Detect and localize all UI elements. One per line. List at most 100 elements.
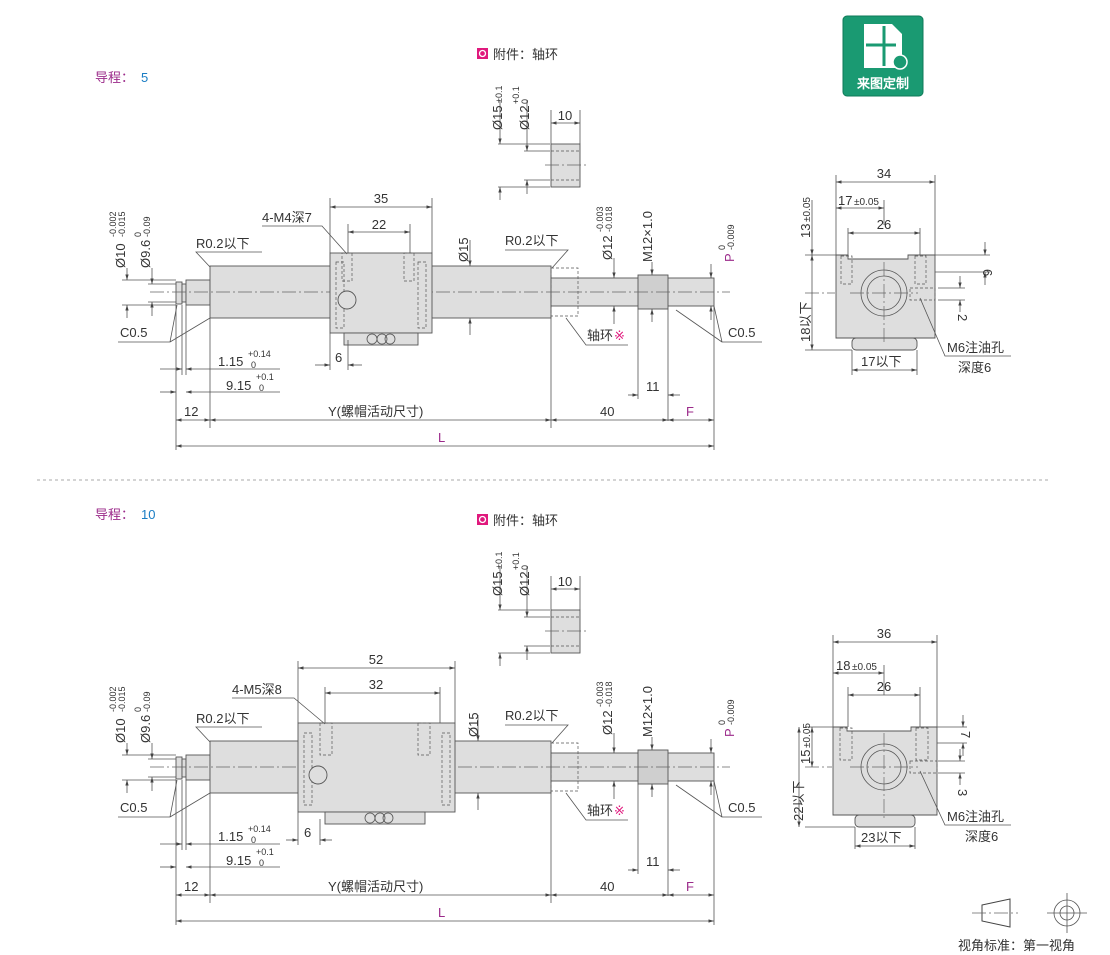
bearing-diameter-upper: -0.003 (595, 681, 605, 707)
bearing-diameter-lower: -0.018 (604, 206, 614, 232)
nut-hole-offset: 6 (335, 350, 342, 365)
lead-value: 10 (141, 507, 155, 522)
collar-note: 轴环 (587, 803, 613, 818)
oil-hole-note: M6注油孔 (947, 340, 1004, 355)
thread-spec: M12×1.0 (640, 211, 655, 262)
bearing-diameter: Ø12 (600, 235, 615, 260)
right-end-length: 40 (600, 404, 614, 419)
nut-width: 35 (374, 191, 388, 206)
collar-accessory: 附件：轴环 10 Ø15 ±0.1 Ø12 +0.1 0 (477, 47, 586, 200)
end-view-upper: 15 (798, 750, 813, 764)
thread-length: 11 (646, 854, 660, 869)
ball-nut (297, 722, 456, 825)
end-diameter-lower: -0.015 (117, 211, 127, 237)
f-length: F (686, 879, 694, 894)
badge-label: 来图定制 (856, 76, 909, 91)
oil-hole-note: M6注油孔 (947, 809, 1004, 824)
p-lower: -0.009 (726, 224, 736, 250)
collar-accessory: 附件：轴环 10 Ø15 ±0.1 Ø12 +0.1 0 (477, 513, 586, 666)
nut-travel-label: Y(螺帽活动尺寸) (328, 404, 423, 419)
end-view-upper-tol: ±0.05 (802, 723, 813, 748)
nut-hole-pitch: 22 (372, 217, 386, 232)
bearing-diameter-upper: -0.003 (595, 206, 605, 232)
oil-hole-depth: 深度6 (965, 829, 998, 844)
end-view-pitch: 26 (877, 679, 891, 694)
left-end-length: 12 (184, 879, 198, 894)
ball-screw-lead-5: 35 22 4-M4深7 6 Ø15 Ø10 -0.002 -0.015 Ø9.… (108, 166, 1011, 450)
custom-drawing-badge[interactable]: 来图定制 (842, 15, 924, 97)
groove-width-lower: 0 (251, 835, 256, 845)
end-view-width: 34 (877, 166, 891, 181)
collar-od-tol: ±0.1 (494, 86, 504, 103)
document-cross-icon (864, 24, 908, 70)
end-view-upper-tol: ±0.05 (802, 197, 813, 222)
lead-label: 导程： (95, 70, 134, 85)
p-upper: 0 (717, 245, 727, 250)
collar-id: Ø12 (517, 105, 532, 130)
groove-position-lower: 0 (259, 383, 264, 393)
total-length: L (438, 430, 445, 445)
collar-id-lower: 0 (520, 99, 530, 104)
first-angle-projection-icon (972, 893, 1087, 933)
bearing-diameter: Ø12 (600, 710, 615, 735)
nut-travel-label: Y(螺帽活动尺寸) (328, 879, 423, 894)
thread-length: 11 (646, 379, 660, 394)
groove-diameter: Ø9.6 (138, 715, 153, 743)
collar-note-mark: ※ (614, 803, 625, 818)
right-end-length: 40 (600, 879, 614, 894)
end-view-half-tol: ±0.05 (852, 662, 877, 673)
end-view-half: 17 (838, 193, 852, 208)
shaft-diameter: Ø15 (466, 712, 481, 737)
end-diameter-p: P (722, 253, 737, 262)
collar-id-upper: +0.1 (511, 86, 521, 104)
end-view-lower: 18以下 (798, 302, 813, 342)
collar-width: 10 (558, 574, 572, 589)
end-view-flange: 17以下 (861, 354, 901, 369)
radius-note: R0.2以下 (196, 236, 249, 251)
collar-note: 轴环 (587, 328, 613, 343)
collar-id-upper: +0.1 (511, 552, 521, 570)
end-diameter: Ø10 (113, 718, 128, 743)
radius-note: R0.2以下 (505, 708, 558, 723)
collar-od: Ø15 (490, 571, 505, 596)
thread-spec: M12×1.0 (640, 686, 655, 737)
ball-screw-lead-10: 52 32 4-M5深8 6 Ø15 Ø10 -0.002 -0.015 Ø9.… (108, 626, 1011, 925)
end-view-half: 18 (836, 658, 850, 673)
groove-position-upper: +0.1 (256, 847, 274, 857)
f-length: F (686, 404, 694, 419)
lead-value: 5 (141, 70, 148, 85)
end-view-pitch: 26 (877, 217, 891, 232)
collar-od: Ø15 (490, 105, 505, 130)
lead-label: 导程： (95, 507, 134, 522)
shaft-diameter: Ø15 (456, 237, 471, 262)
radius-note: R0.2以下 (196, 711, 249, 726)
collar-width: 10 (558, 108, 572, 123)
nut-hole-pitch: 32 (369, 677, 383, 692)
groove-position-upper: +0.1 (256, 372, 274, 382)
left-end-length: 12 (184, 404, 198, 419)
chamfer-note: C0.5 (120, 800, 147, 815)
end-diameter-upper: -0.002 (108, 211, 118, 237)
end-view-upper: 13 (798, 224, 813, 238)
groove-diameter-upper: 0 (133, 232, 143, 237)
end-view-oil-offset: 2 (955, 314, 970, 321)
nut-tap-note: 4-M5深8 (232, 682, 282, 697)
collar-od-tol: ±0.1 (494, 552, 504, 569)
end-diameter-upper: -0.002 (108, 686, 118, 712)
chamfer-note: C0.5 (120, 325, 147, 340)
groove-width-upper: +0.14 (248, 824, 271, 834)
groove-width: 1.15 (218, 354, 243, 369)
total-length: L (438, 905, 445, 920)
p-upper: 0 (717, 720, 727, 725)
groove-width: 1.15 (218, 829, 243, 844)
accent-square-icon (477, 48, 488, 59)
nut-hole-offset: 6 (304, 825, 311, 840)
accent-square-icon (477, 514, 488, 525)
end-view-half-tol: ±0.05 (854, 197, 879, 208)
ball-nut (329, 252, 433, 346)
end-view-flange: 23以下 (861, 830, 901, 845)
nut-end-view (805, 726, 938, 828)
collar-id: Ø12 (517, 571, 532, 596)
screw-shaft (150, 265, 730, 319)
